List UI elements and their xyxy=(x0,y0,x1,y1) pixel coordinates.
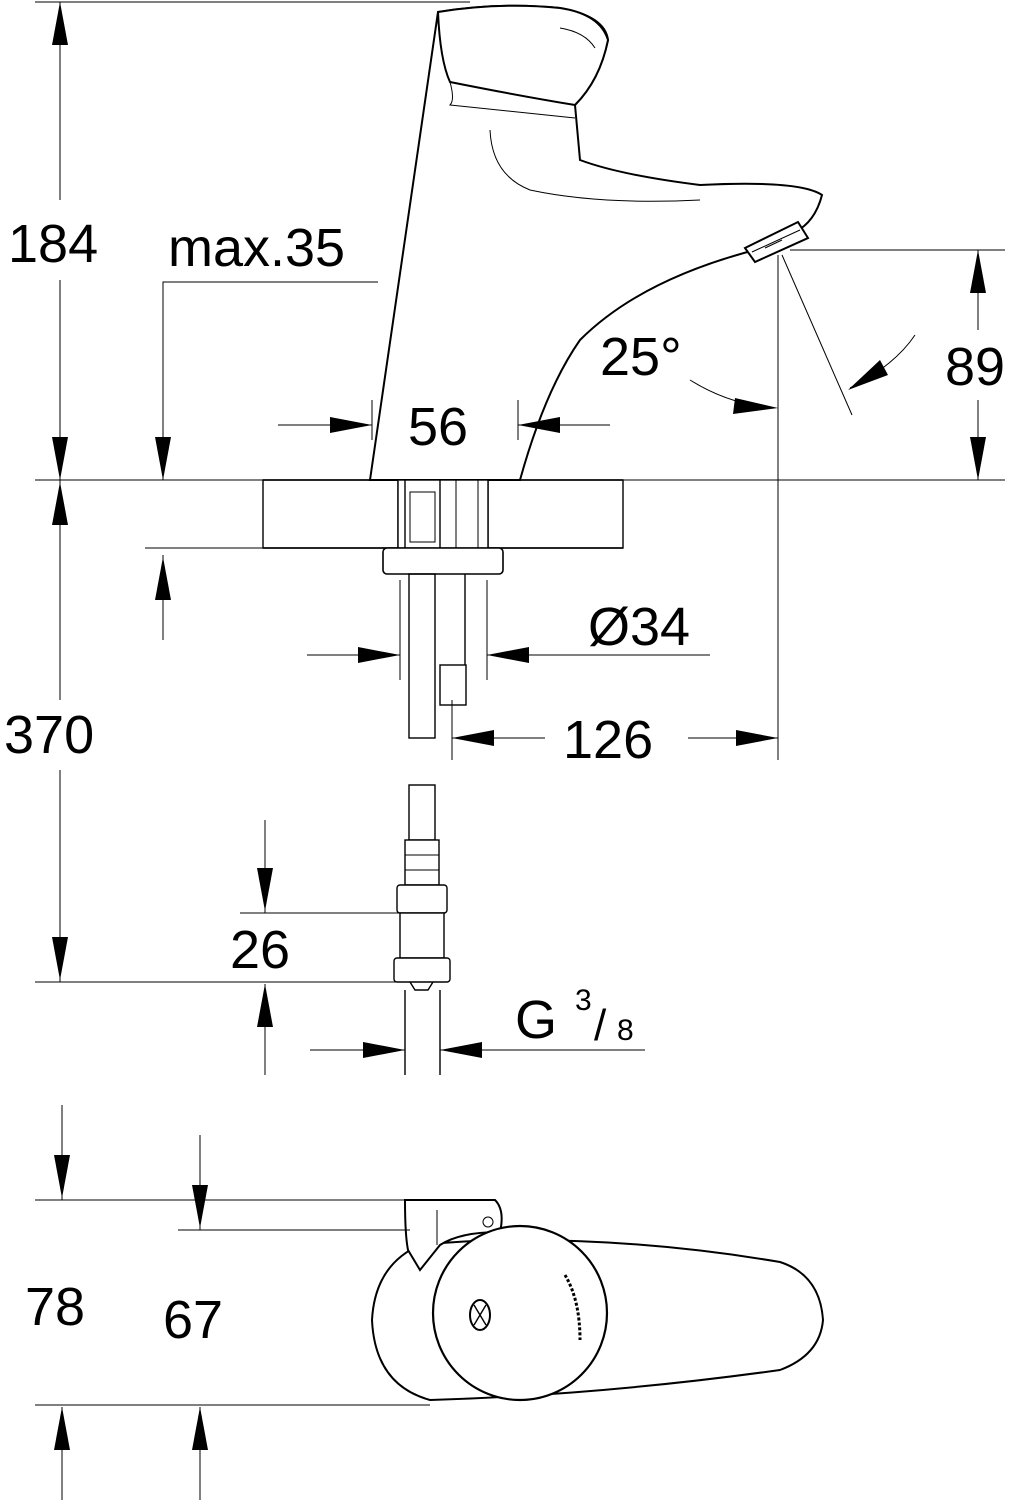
dim-thread-num: 3 xyxy=(575,984,592,1017)
dim-max35: max.35 xyxy=(168,218,345,278)
dim-thread-g: G xyxy=(515,990,557,1050)
faucet-side-view xyxy=(368,4,824,481)
dimension-lines xyxy=(35,1,1005,1075)
tail-pipe-assembly xyxy=(382,547,504,1075)
dim-89: 89 xyxy=(945,337,1005,397)
dim-67: 67 xyxy=(163,1290,223,1350)
brand-logo-icon xyxy=(469,1299,491,1331)
dim-56: 56 xyxy=(408,397,468,457)
faucet-top-view xyxy=(35,1105,825,1500)
dim-184: 184 xyxy=(8,214,98,274)
dim-370: 370 xyxy=(4,705,94,765)
dim-126: 126 xyxy=(563,710,653,770)
dim-25deg: 25° xyxy=(600,327,682,387)
dim-thread-slash: / xyxy=(594,1001,607,1050)
mounting-deck xyxy=(262,479,624,549)
dimension-labels: 184 max.35 89 25° 56 Ø34 126 370 26 G 3 … xyxy=(4,214,1005,1350)
start-stop-label-icon xyxy=(563,1274,582,1341)
dim-78: 78 xyxy=(25,1277,85,1337)
dim-thread-den: 8 xyxy=(617,1014,634,1047)
dim-26: 26 xyxy=(230,920,290,980)
dim-d34: Ø34 xyxy=(588,597,690,657)
